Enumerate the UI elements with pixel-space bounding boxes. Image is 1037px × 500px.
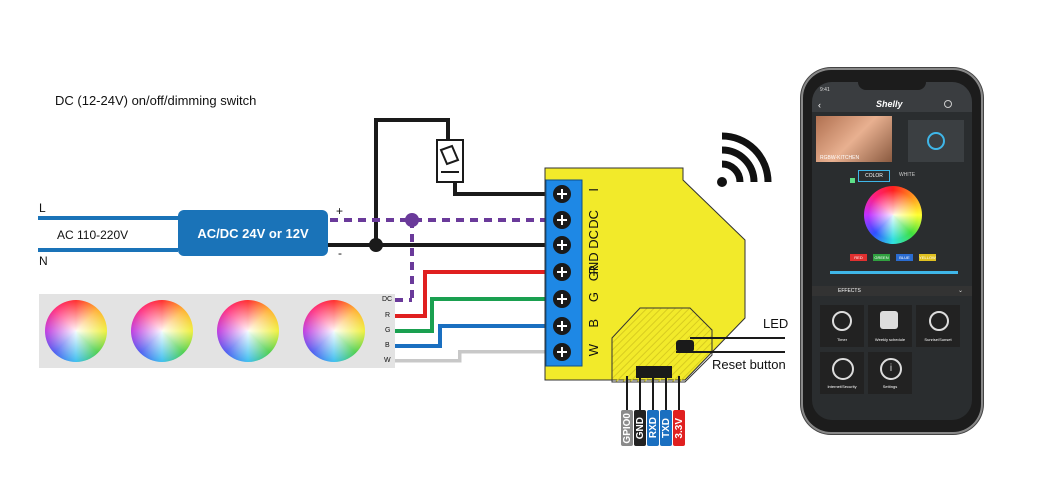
- led-label: LED: [763, 316, 789, 331]
- reset-button: [676, 340, 694, 352]
- phone-screen: 9:41 ‹ Shelly RGBW-KITCHEN COLOR WHITE R…: [812, 82, 972, 420]
- mains-ac-label: AC 110-220V: [57, 228, 129, 242]
- switch-wire-to-I: [453, 180, 555, 196]
- tab-white[interactable]: WHITE: [898, 172, 916, 178]
- g-wire: [395, 297, 555, 333]
- calendar-icon: [880, 311, 898, 329]
- strip-pin-g: G: [385, 327, 391, 334]
- terminal-label-r: R: [586, 265, 601, 275]
- device-name: RGBW-KITCHEN: [820, 155, 860, 161]
- terminal-screws: [553, 185, 571, 361]
- tile-settings[interactable]: i Settings: [868, 352, 912, 394]
- color-btn-yellow[interactable]: YELLOW: [919, 254, 936, 261]
- terminal-label-b: B: [586, 319, 601, 328]
- r-wire: [395, 270, 555, 318]
- rgb-led: [217, 300, 279, 362]
- tile-sunrise-sunset[interactable]: Sunrise/Sunset: [916, 305, 960, 347]
- brightness-slider[interactable]: [830, 271, 958, 274]
- diagram-title: DC (12-24V) on/off/dimming switch: [55, 93, 257, 108]
- strip-pin-dc: DC: [382, 296, 393, 303]
- effects-label: EFFECTS: [838, 288, 861, 294]
- psu-minus: -: [338, 246, 342, 260]
- switch-wire-top: [374, 118, 450, 245]
- tile-timer[interactable]: Timer: [820, 305, 864, 347]
- gnd-junction: [369, 238, 383, 252]
- power-icon[interactable]: [927, 132, 945, 150]
- wall-switch-icon: [436, 139, 464, 183]
- w-wire: [395, 350, 555, 363]
- mains-l-label: L: [39, 201, 46, 215]
- dc-junction: [405, 213, 419, 227]
- back-icon[interactable]: ‹: [818, 100, 821, 110]
- reset-label: Reset button: [712, 357, 786, 372]
- tab-color[interactable]: COLOR: [858, 170, 890, 182]
- sunrise-icon: [929, 311, 949, 331]
- terminal-label-dc: DC: [586, 210, 601, 229]
- effects-bar[interactable]: [812, 286, 972, 296]
- gpio-3v3: 3.3V: [673, 410, 685, 446]
- rgb-led: [303, 300, 365, 362]
- color-btn-green[interactable]: GREEN: [873, 254, 890, 261]
- strip-pin-r: R: [385, 312, 391, 319]
- phone-notch: [858, 78, 926, 90]
- tile-weekly-schedule[interactable]: Weekly schedule: [868, 305, 912, 347]
- info-icon: i: [880, 358, 902, 380]
- app-logo: Shelly: [876, 99, 903, 109]
- color-indicator: [850, 178, 855, 183]
- status-time: 9:41: [820, 87, 830, 93]
- hatched-zone: [611, 307, 713, 383]
- clock-icon: [832, 311, 852, 331]
- settings-icon[interactable]: [944, 100, 952, 108]
- gpio-rxd: RXD: [647, 410, 659, 446]
- psu-plus: +: [336, 204, 344, 218]
- psu-box: AC/DC 24V or 12V: [178, 210, 328, 256]
- chevron-down-icon[interactable]: ⌄: [958, 288, 964, 294]
- terminal-label-g: G: [586, 292, 601, 303]
- b-wire: [395, 324, 555, 348]
- tile-internet-security[interactable]: Internet/Security: [820, 352, 864, 394]
- power-tile[interactable]: [908, 120, 964, 162]
- gpio-header: [636, 366, 672, 378]
- device-image[interactable]: [816, 116, 892, 162]
- color-btn-blue[interactable]: BLUE: [896, 254, 913, 261]
- gpio-gpio0: GPIO0: [621, 410, 633, 446]
- terminal-label-i: I: [586, 188, 601, 192]
- strip-pin-w: W: [384, 357, 391, 364]
- rgb-led: [45, 300, 107, 362]
- globe-icon: [832, 358, 854, 380]
- mains-n-label: N: [39, 254, 48, 268]
- gpio-gnd: GND: [634, 410, 646, 446]
- gpio-txd: TXD: [660, 410, 672, 446]
- color-wheel[interactable]: [864, 186, 922, 244]
- color-btn-red[interactable]: RED: [850, 254, 867, 261]
- strip-pin-b: B: [385, 342, 390, 349]
- terminal-label-w: W: [586, 344, 601, 357]
- wifi-icon: [717, 132, 772, 187]
- rgb-led: [131, 300, 193, 362]
